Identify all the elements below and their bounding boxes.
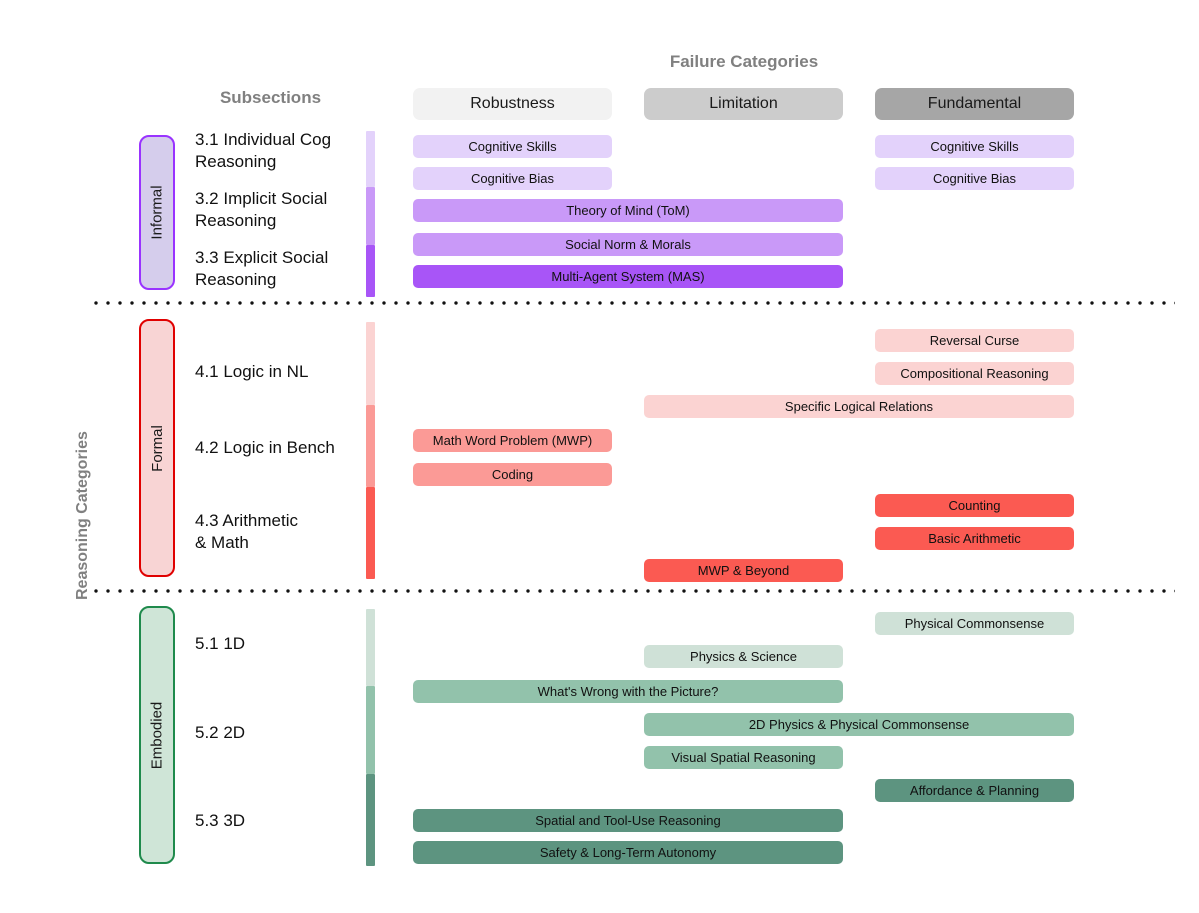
bar-safety-and-long-term-autonomy[interactable]: Safety & Long-Term Autonomy [413,841,843,864]
bar-coding[interactable]: Coding [413,463,612,486]
subsection-label-3-2: 3.2 Implicit Social Reasoning [195,189,328,230]
category-capsule-formal-label: Formal [148,424,166,472]
subsection-label-4-2: 4.2 Logic in Bench [195,438,335,457]
subsections-title: Subsections [219,88,322,107]
section-divider-2 [90,589,1175,593]
column-header-robustness[interactable]: Robustness [413,88,612,120]
bar-cognitive-skills-robustness[interactable]: Cognitive Skills [413,135,612,158]
section-divider-1 [90,301,1175,305]
bar-affordance-and-planning[interactable]: Affordance & Planning [875,779,1074,802]
bar-physical-commonsense[interactable]: Physical Commonsense [875,612,1074,635]
category-capsule-informal[interactable]: Informal [139,135,175,290]
subsection-label-3-3: 3.3 Explicit Social Reasoning [195,248,329,289]
bar-compositional-reasoning[interactable]: Compositional Reasoning [875,362,1074,385]
bar-cognitive-skills-fundamental[interactable]: Cognitive Skills [875,135,1074,158]
bar-mwp-and-beyond[interactable]: MWP & Beyond [644,559,843,582]
bar-spatial-and-tool-use-reasoning[interactable]: Spatial and Tool-Use Reasoning [413,809,843,832]
subsection-label-4-1: 4.1 Logic in NL [195,362,309,381]
bar-cognitive-bias-fundamental[interactable]: Cognitive Bias [875,167,1074,190]
subsection-label-5-3: 5.3 3D [195,811,246,830]
category-capsule-formal[interactable]: Formal [139,319,175,577]
bar-theory-of-mind[interactable]: Theory of Mind (ToM) [413,199,843,222]
shade-strip-formal-dark [366,487,375,579]
failure-categories-title: Failure Categories [669,52,819,71]
bar-math-word-problem[interactable]: Math Word Problem (MWP) [413,429,612,452]
bar-multi-agent-system[interactable]: Multi-Agent System (MAS) [413,265,843,288]
category-capsule-embodied[interactable]: Embodied [139,606,175,864]
shade-strip-embodied-dark [366,774,375,866]
shade-strip-informal-dark [366,245,375,297]
bar-social-norm-morals[interactable]: Social Norm & Morals [413,233,843,256]
category-capsule-informal-label: Informal [148,185,166,240]
bar-reversal-curse[interactable]: Reversal Curse [875,329,1074,352]
category-capsule-embodied-label: Embodied [148,701,166,769]
bar-basic-arithmetic[interactable]: Basic Arithmetic [875,527,1074,550]
shade-strip-formal-light [366,322,375,405]
shade-strip-informal-medium [366,187,375,245]
column-header-fundamental[interactable]: Fundamental [875,88,1074,120]
reasoning-categories-axis-label: Reasoning Categories [74,431,91,600]
subsection-label-5-1: 5.1 1D [195,634,246,653]
subsection-label-5-2: 5.2 2D [195,723,246,742]
bar-cognitive-bias-robustness[interactable]: Cognitive Bias [413,167,612,190]
shade-strip-informal-light [366,131,375,187]
bar-physics-and-science[interactable]: Physics & Science [644,645,843,668]
bar-whats-wrong-with-the-picture[interactable]: What's Wrong with the Picture? [413,680,843,703]
bar-2d-physics-physical-commonsense[interactable]: 2D Physics & Physical Commonsense [644,713,1074,736]
column-header-limitation[interactable]: Limitation [644,88,843,120]
subsection-label-4-3: 4.3 Arithmetic & Math [195,511,298,552]
bar-specific-logical-relations[interactable]: Specific Logical Relations [644,395,1074,418]
shade-strip-formal-medium [366,405,375,487]
bar-visual-spatial-reasoning[interactable]: Visual Spatial Reasoning [644,746,843,769]
bar-counting[interactable]: Counting [875,494,1074,517]
shade-strip-embodied-light [366,609,375,686]
subsection-label-3-1: 3.1 Individual Cog Reasoning [195,130,332,171]
shade-strip-embodied-medium [366,686,375,774]
